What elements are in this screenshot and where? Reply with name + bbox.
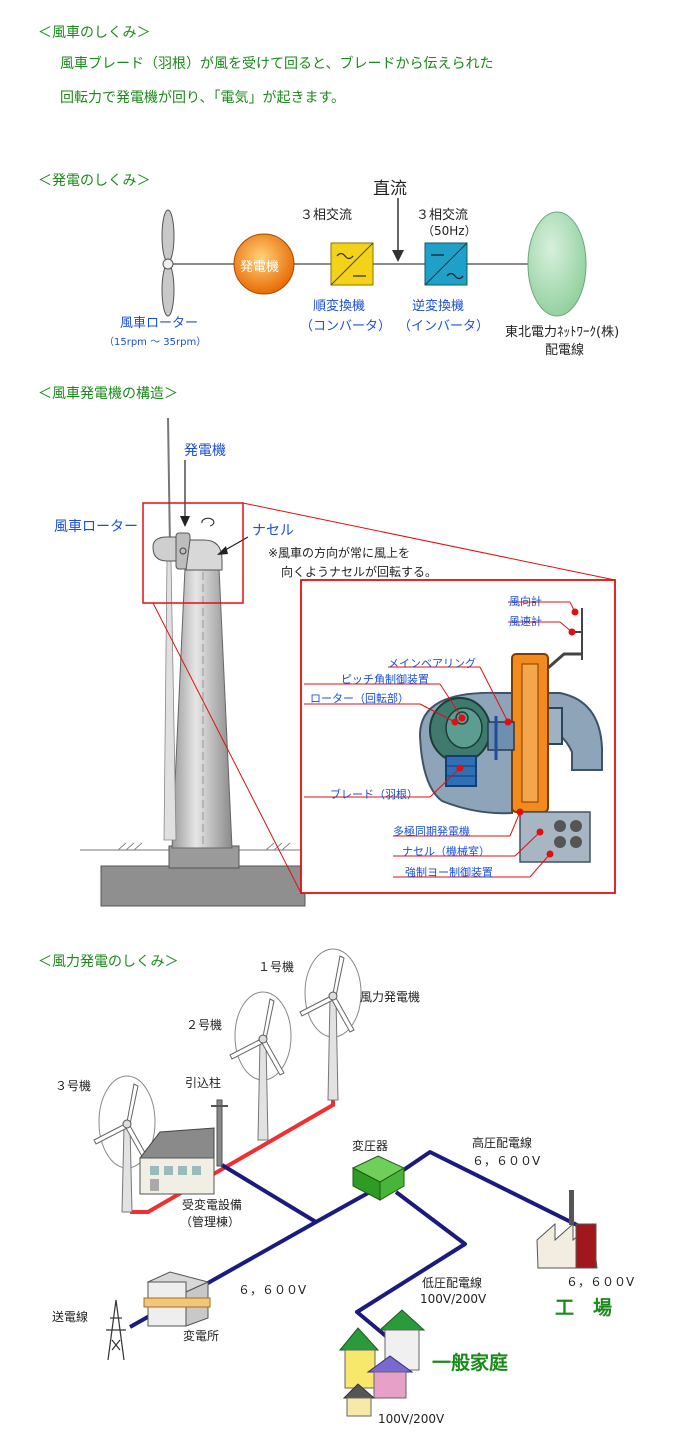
- management-building-label: （管理棟）: [180, 1215, 241, 1229]
- turbine-1-icon: [299, 948, 362, 1101]
- transmission-line-label: 送電線: [52, 1310, 89, 1324]
- dc-label: 直流: [373, 179, 407, 199]
- section1-heading: ＜風車のしくみ＞: [38, 25, 151, 41]
- inverter-label: 逆変換機: [412, 299, 465, 314]
- nacelle-label: ナセル: [252, 523, 294, 539]
- blade-label: ブレード（羽根）: [330, 788, 418, 801]
- turbine-generator-label: 発電機: [184, 443, 226, 459]
- converter-sub-label: （コンバータ）: [300, 319, 392, 334]
- hv-line-label: 高圧配電線: [472, 1136, 533, 1150]
- factory-voltage-label: ６，６００V: [566, 1275, 635, 1289]
- rotor-part-label: ローター（回転部）: [310, 692, 409, 705]
- lv-line-voltage-label: 100V/200V: [420, 1292, 487, 1306]
- lead-pole-label: 引込柱: [185, 1076, 222, 1090]
- wind-generator-label: 風力発電機: [360, 990, 421, 1004]
- grid-label: 東北電力ﾈｯﾄﾜｰｸ(株): [505, 325, 620, 340]
- generation-flow-diagram: [161, 198, 587, 317]
- section4-heading: ＜風力発電のしくみ＞: [38, 954, 179, 970]
- left-voltage-label: ６，６００V: [238, 1283, 307, 1297]
- pitch-control-label: ピッチ角制御装置: [341, 673, 429, 686]
- turbine-3-icon: [93, 1075, 156, 1213]
- home-voltage-label: 100V/200V: [378, 1412, 445, 1426]
- nacelle-note-line2: 向くようナセルが回転する。: [281, 565, 438, 579]
- management-building-icon: [139, 1127, 215, 1195]
- grid-sub-label: 配電線: [545, 343, 585, 358]
- converter-box: [330, 242, 374, 286]
- substation-icon: [143, 1271, 211, 1327]
- transmission-tower-icon: [106, 1299, 126, 1361]
- ac3-left-label: ３相交流: [300, 208, 353, 223]
- section1-line2: 回転力で発電機が回り、「電気」が起きます。: [60, 90, 346, 106]
- houses-icon: [338, 1309, 426, 1417]
- section2-heading: ＜発電のしくみ＞: [38, 173, 151, 189]
- inverter-box: [424, 242, 468, 286]
- home-label: 一般家庭: [432, 1352, 509, 1374]
- rotor-icon: [161, 209, 175, 317]
- wind-vane-label: 風向計: [509, 595, 542, 608]
- nacelle-detail: [304, 601, 603, 878]
- turbine-rotor-label: 風車ローター: [54, 519, 138, 535]
- unit1-label: １号機: [258, 960, 295, 974]
- wind-power-system-diagram: [93, 948, 598, 1417]
- grid-ellipse: [527, 211, 587, 317]
- inverter-sub-label: （インバータ）: [398, 319, 490, 334]
- lead-pole-icon: [211, 1099, 228, 1167]
- factory-icon: [536, 1190, 598, 1269]
- nacelle-note-line1: ※風車の方向が常に風上を: [268, 546, 411, 560]
- generator-circle: [233, 233, 295, 295]
- hz-label: （50Hz）: [422, 224, 477, 238]
- section3-heading: ＜風車発電機の構造＞: [38, 386, 178, 402]
- rotor-label: 風車ローター: [120, 316, 199, 331]
- unit3-label: ３号機: [55, 1079, 92, 1093]
- substation-label: 変電所: [183, 1329, 220, 1343]
- factory-label: 工 場: [555, 1297, 613, 1319]
- section1-line1: 風車ブレード（羽根）が風を受けて回ると、ブレードから伝えられた: [60, 56, 494, 72]
- anemometer-label: 風速計: [509, 615, 542, 628]
- turbine-structure-diagram: [80, 417, 616, 907]
- yaw-control-label: 強制ヨー制御装置: [405, 866, 493, 879]
- converter-label: 順変換機: [313, 299, 366, 314]
- substation-equipment-label: 受変電設備: [182, 1198, 243, 1212]
- lv-line-label: 低圧配電線: [422, 1276, 483, 1290]
- turbine-2-icon: [229, 991, 292, 1141]
- transformer-label: 変圧器: [352, 1139, 389, 1153]
- generator-label: 発電機: [240, 260, 280, 275]
- ac3-right-label: ３相交流: [416, 208, 469, 223]
- transformer-icon: [351, 1155, 406, 1201]
- hv-line-voltage-label: ６，６００V: [472, 1154, 541, 1168]
- rotor-rpm-label: （15rpm ～ 35rpm）: [104, 337, 207, 348]
- unit2-label: ２号機: [186, 1018, 223, 1032]
- multipole-generator-label: 多極同期発電機: [393, 825, 470, 838]
- nacelle-room-label: ナセル（機械室）: [402, 845, 490, 858]
- main-bearing-label: メインベアリング: [388, 657, 476, 670]
